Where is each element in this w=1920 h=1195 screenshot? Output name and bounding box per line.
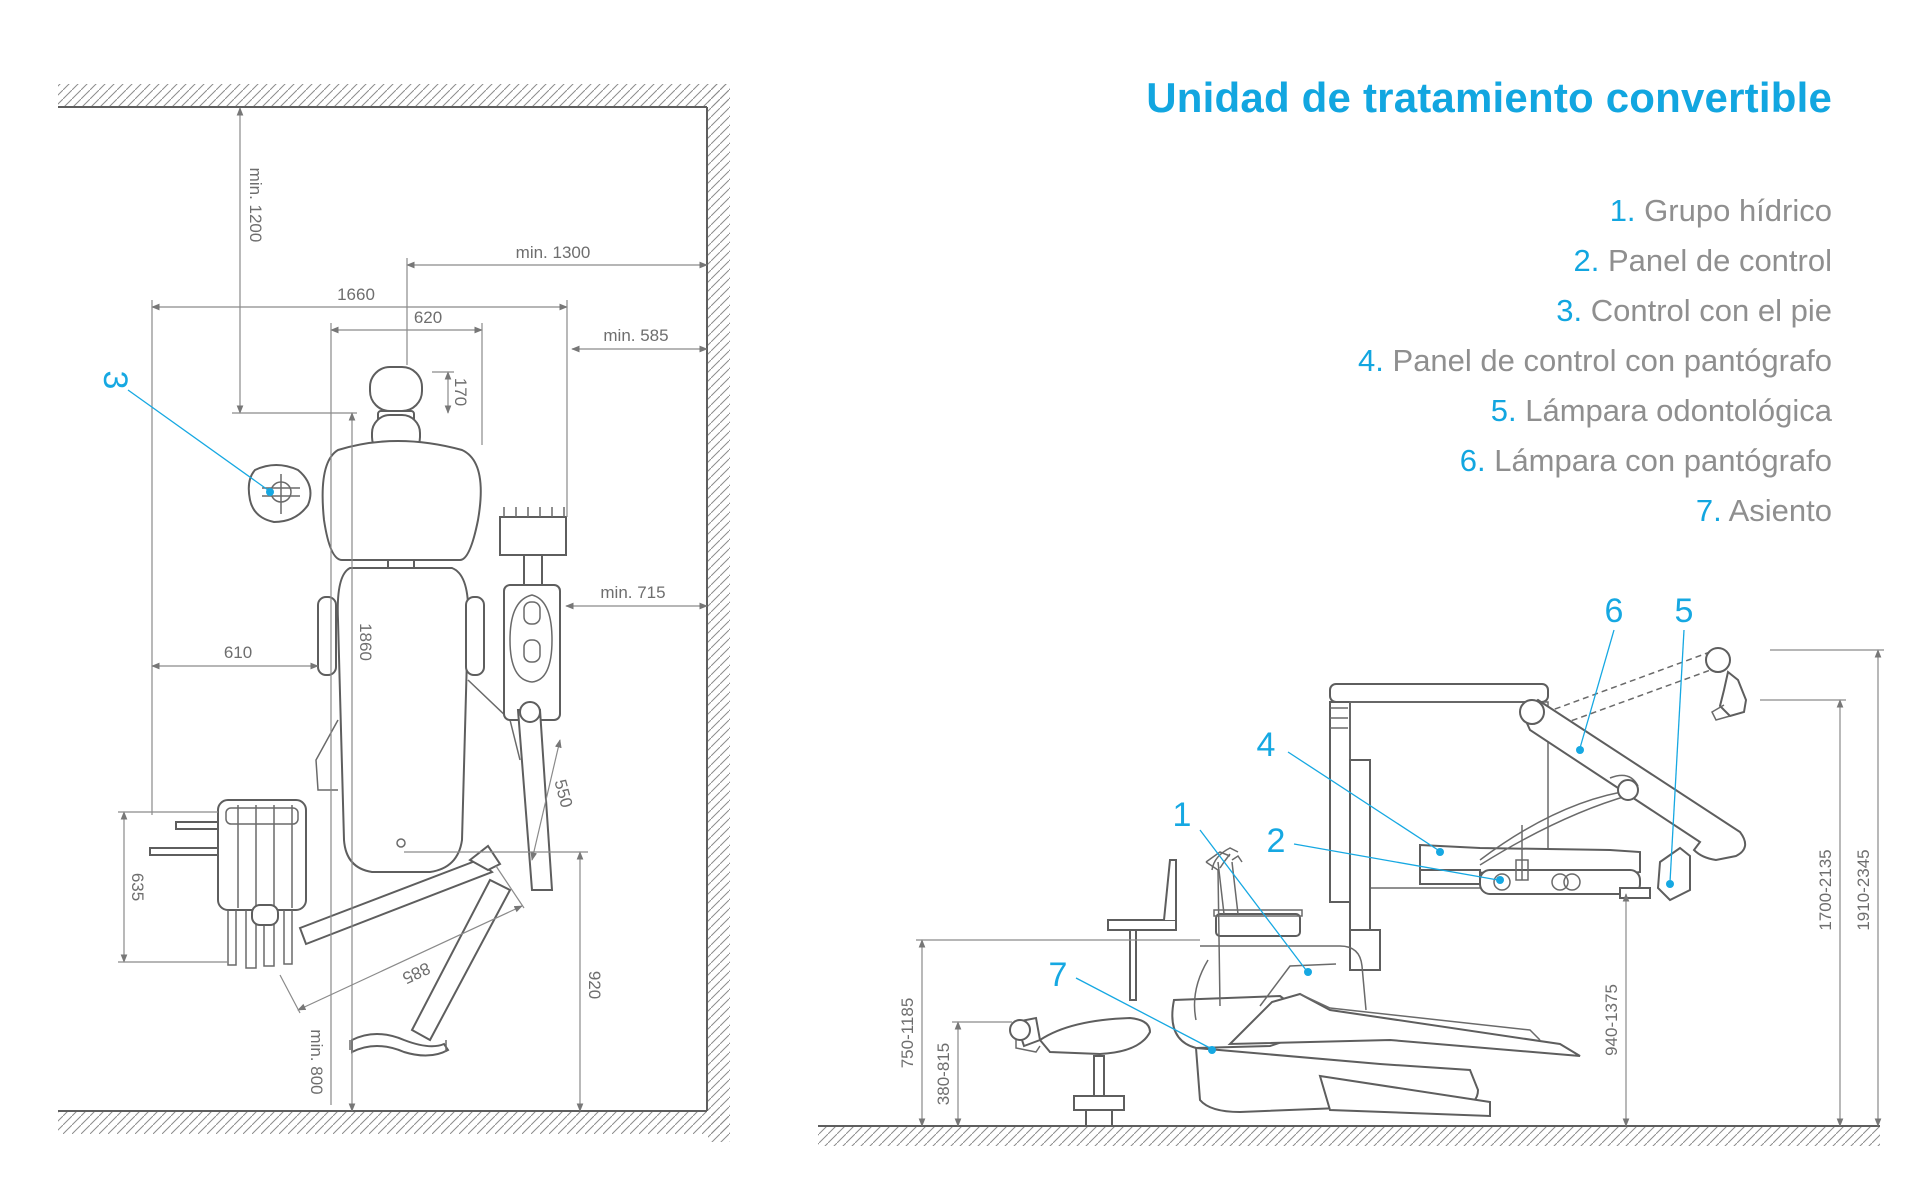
dim-620: 620 — [414, 308, 442, 327]
chair-plan — [315, 366, 521, 873]
callout-2: 2 — [1267, 822, 1504, 884]
page-title: Unidad de tratamiento convertible — [1146, 74, 1832, 121]
dim-550: 550 — [550, 777, 576, 809]
side-chair — [1171, 847, 1581, 1118]
dim-1700-2135: 1700-2135 — [1816, 849, 1835, 930]
callout-6: 6 — [1576, 592, 1623, 754]
dim-1910-2345: 1910-2345 — [1854, 849, 1873, 930]
legend-item-6: 6. Lámpara con pantógrafo — [1358, 436, 1832, 486]
legend-number: 2. — [1573, 243, 1600, 278]
legend-item-7: 7. Asiento — [1358, 486, 1832, 536]
dim-min-1200: min. 1200 — [246, 168, 265, 243]
side-column — [1329, 683, 1549, 971]
dim-885: 885 — [399, 958, 433, 987]
callout-2-label: 2 — [1267, 822, 1286, 860]
floor-plan: min. 1200 min. 1300 1660 620 min. 585 17… — [58, 84, 730, 1142]
callout-3-label: 3 — [96, 371, 134, 390]
callout-3: 3 — [96, 371, 274, 496]
side-lamp-arm — [1519, 647, 1748, 902]
dim-635: 635 — [128, 873, 147, 901]
legend-item-5: 5. Lámpara odontológica — [1358, 386, 1832, 436]
foot-control-plan — [247, 464, 312, 524]
legend-item-3: 3. Control con el pie — [1358, 286, 1832, 336]
callout-6-label: 6 — [1605, 592, 1624, 630]
legend-number: 5. — [1490, 393, 1517, 428]
legend-number: 4. — [1358, 343, 1384, 378]
legend-number: 1. — [1609, 193, 1636, 228]
dim-940-1375: 940-1375 — [1602, 984, 1621, 1056]
side-floor — [818, 1125, 1880, 1146]
dim-610: 610 — [224, 643, 252, 662]
legend-number: 7. — [1695, 493, 1722, 528]
legend-label: Lámpara con pantógrafo — [1494, 443, 1832, 478]
callout-7: 7 — [1049, 956, 1216, 1054]
legend-label: Control con el pie — [1590, 293, 1832, 328]
legend-label: Panel de control con pantógrafo — [1392, 343, 1832, 378]
legend-label: Panel de control — [1607, 243, 1832, 278]
legend-item-2: 2. Panel de control — [1358, 236, 1832, 286]
dim-380-815: 380-815 — [934, 1043, 953, 1105]
side-dimension-lines — [916, 649, 1884, 1127]
dim-min-715: min. 715 — [600, 583, 665, 602]
callout-1-label: 1 — [1173, 796, 1192, 834]
callout-4: 4 — [1257, 726, 1444, 856]
legend-label: Asiento — [1728, 493, 1832, 528]
callout-4-label: 4 — [1257, 726, 1276, 764]
dim-min-800: min. 800 — [307, 1029, 326, 1094]
legend-label: Lámpara odontológica — [1525, 393, 1832, 428]
side-elevation: 750-1185 380-815 940-1375 1700-2135 1910… — [818, 592, 1884, 1146]
side-seat — [1009, 859, 1177, 1127]
callout-1: 1 — [1173, 796, 1312, 976]
legend-number: 6. — [1459, 443, 1486, 478]
dim-min-1300: min. 1300 — [516, 243, 591, 262]
side-dimension-labels: 750-1185 380-815 940-1375 1700-2135 1910… — [898, 849, 1873, 1105]
dim-170: 170 — [451, 378, 470, 406]
dim-1660: 1660 — [337, 285, 375, 304]
side-control-panel — [1419, 789, 1651, 899]
legend-item-4: 4. Panel de control con pantógrafo — [1358, 336, 1832, 386]
legend-number: 3. — [1556, 293, 1583, 328]
dim-1860: 1860 — [356, 623, 375, 661]
legend-item-1: 1. Grupo hídrico — [1358, 186, 1832, 236]
dim-920: 920 — [585, 971, 604, 999]
callout-5-label: 5 — [1675, 592, 1694, 630]
callout-5: 5 — [1666, 592, 1693, 888]
callout-7-label: 7 — [1049, 956, 1068, 994]
legend-list: 1. Grupo hídrico 2. Panel de control 3. … — [1358, 186, 1832, 536]
dim-min-585: min. 585 — [603, 326, 668, 345]
plan-dimension-lines — [118, 107, 708, 1112]
side-callouts: 1 2 4 5 6 — [1049, 592, 1693, 1054]
instrument-tray-plan — [149, 799, 307, 969]
legend-label: Grupo hídrico — [1644, 193, 1832, 228]
plan-walls — [58, 84, 730, 1142]
dim-750-1185: 750-1185 — [898, 998, 917, 1069]
